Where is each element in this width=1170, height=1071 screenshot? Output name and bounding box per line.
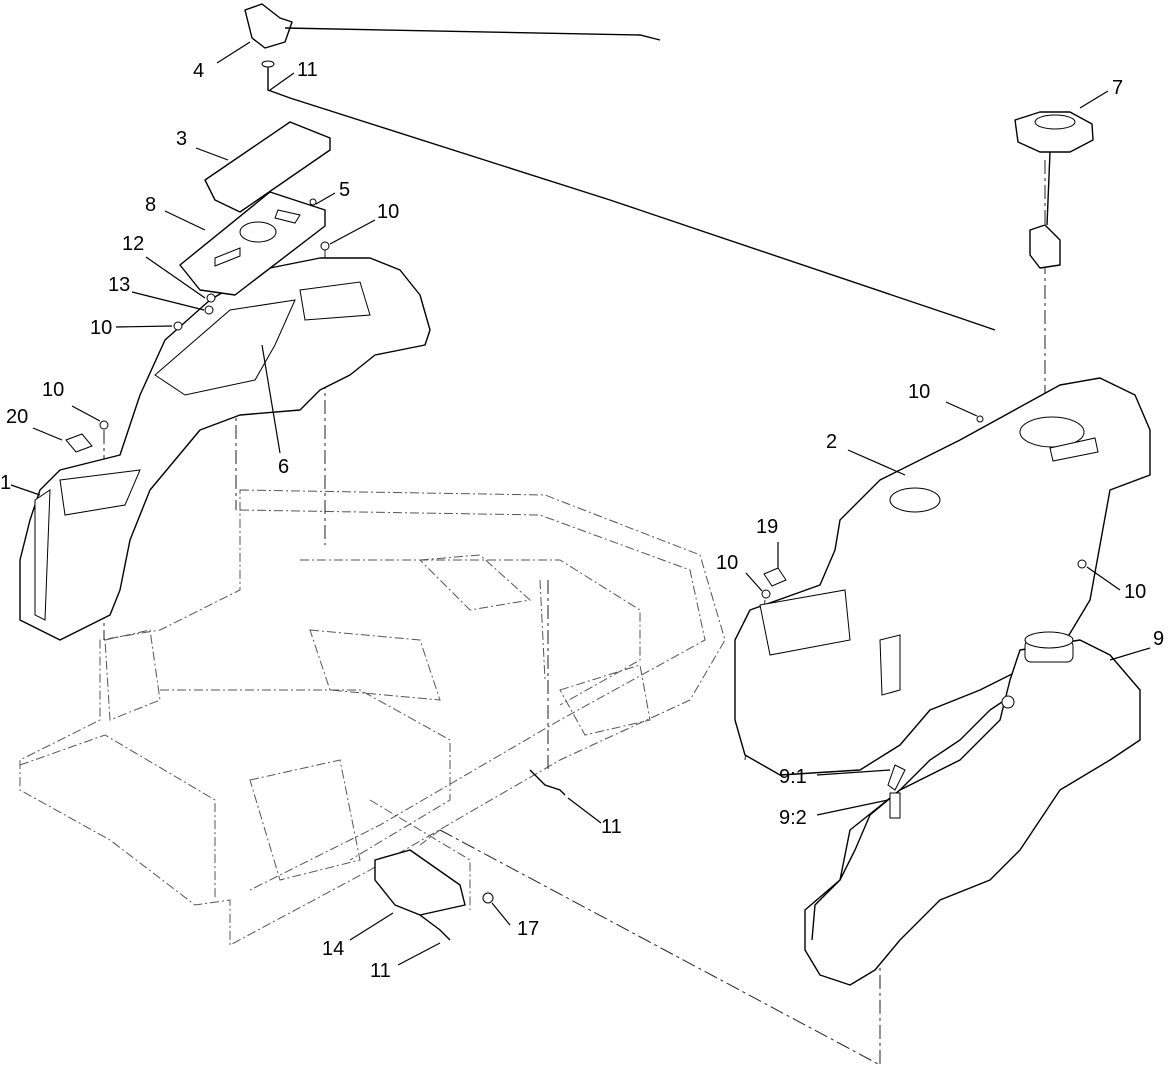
callout-18: 17 bbox=[517, 918, 539, 940]
callout-7: 7 bbox=[1112, 77, 1123, 99]
callout-10-top: 10 bbox=[377, 201, 399, 223]
callout-1: 1 bbox=[0, 472, 11, 494]
lower-bracket bbox=[374, 769, 566, 941]
callout-10-fender: 10 bbox=[42, 379, 64, 401]
callout-12: 11 bbox=[297, 59, 318, 81]
callout-10-right-mid: 10 bbox=[716, 552, 738, 574]
callout-10-left: 10 bbox=[90, 317, 112, 339]
callout-17: 14 bbox=[322, 938, 344, 960]
left-fender-console bbox=[19, 257, 431, 641]
phantom-frame bbox=[19, 489, 726, 946]
throttle-control bbox=[244, 3, 996, 331]
fuel-tank bbox=[804, 631, 1141, 986]
callout-9-2: 9:2 bbox=[779, 807, 807, 829]
callout-10-right-top: 10 bbox=[908, 381, 930, 403]
right-fender-cover bbox=[734, 377, 1151, 776]
fuel-cap bbox=[1014, 111, 1094, 269]
callout-19: 19 bbox=[756, 516, 778, 538]
callout-5: 5 bbox=[339, 179, 350, 201]
leader-lines bbox=[10, 41, 1151, 966]
callout-11-right: 11 bbox=[601, 816, 622, 838]
callout-9-1: 9:1 bbox=[779, 766, 807, 788]
callout-labels: 4 11 3 8 5 10 12 13 10 10 20 1 6 7 10 2 … bbox=[0, 59, 1164, 982]
callout-20: 20 bbox=[6, 406, 28, 428]
callout-13: 12 bbox=[122, 233, 144, 255]
callout-2: 2 bbox=[826, 431, 837, 453]
fasteners bbox=[65, 198, 1087, 904]
callout-4: 4 bbox=[193, 60, 204, 82]
callout-3: 3 bbox=[176, 128, 187, 150]
callout-14: 13 bbox=[108, 274, 130, 296]
callout-6: 6 bbox=[278, 456, 289, 478]
callout-10-right-side: 10 bbox=[1124, 581, 1146, 603]
callout-9: 9 bbox=[1153, 628, 1164, 650]
decal-plate bbox=[204, 121, 331, 213]
callout-11-bottom: 11 bbox=[370, 960, 391, 982]
control-panel-plates bbox=[179, 121, 331, 296]
callout-8: 8 bbox=[145, 194, 156, 216]
